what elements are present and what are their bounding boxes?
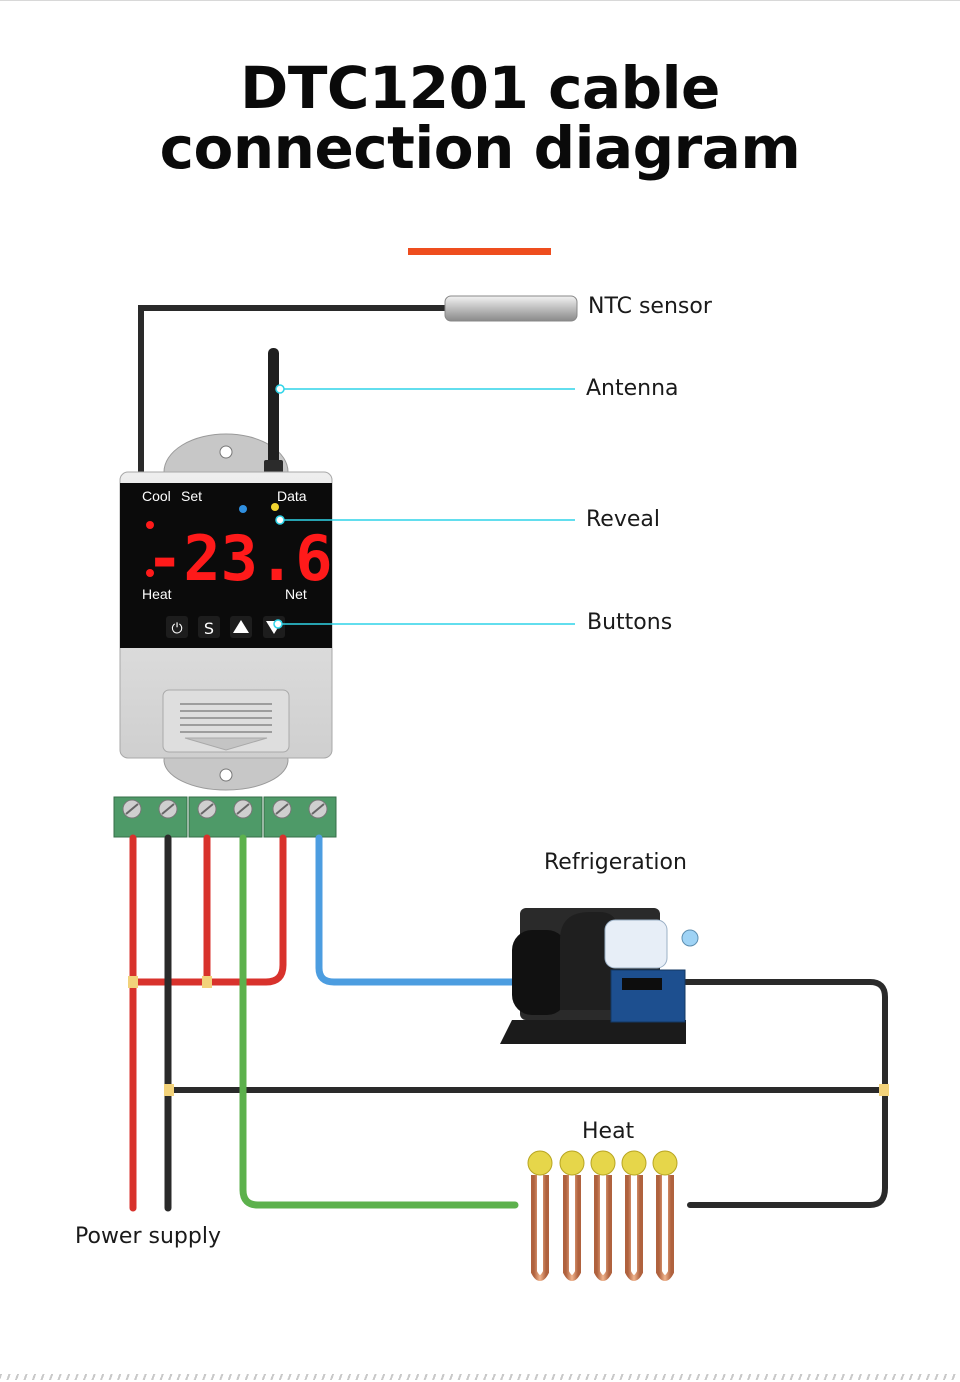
label-heat: Heat [582, 1119, 635, 1144]
lcd-label-data: Data [277, 488, 307, 504]
s-icon: S [204, 619, 214, 638]
label-power-supply: Power supply [75, 1224, 221, 1249]
heating-elements [527, 1150, 678, 1281]
terminal-cover [162, 689, 290, 753]
title-line-2: connection diagram [159, 114, 801, 182]
data-indicator [271, 503, 279, 511]
top-border [0, 0, 960, 1]
lcd-label-cool: Cool [142, 488, 171, 504]
antenna [264, 348, 283, 474]
set-button[interactable] [198, 616, 220, 638]
power-icon: ⏻ [171, 621, 182, 637]
sensor-probe [444, 295, 578, 322]
splice-4 [879, 1084, 889, 1096]
wires [128, 834, 889, 1212]
power-button[interactable] [166, 616, 188, 638]
title-line-1: DTC1201 cable [240, 54, 720, 122]
bottom-border [0, 1374, 960, 1380]
lcd-label-set: Set [181, 488, 202, 504]
label-ntc-sensor: NTC sensor [588, 294, 712, 319]
wire-black-loop [683, 979, 888, 1208]
lcd-panel [120, 483, 332, 648]
label-buttons: Buttons [587, 610, 673, 635]
label-antenna: Antenna [586, 376, 679, 401]
temperature-reading: -23.6 [146, 522, 333, 595]
cool-indicator [239, 505, 247, 513]
cover-vents [180, 703, 272, 733]
terminal-block-1 [113, 796, 188, 838]
refrigeration-unit [500, 908, 699, 1044]
wire-green-heat [239, 834, 519, 1209]
terminal-block-2 [188, 796, 263, 838]
splice-1 [128, 976, 138, 988]
splice-3 [164, 1084, 174, 1096]
button-row: ⏻ S [166, 616, 285, 638]
sensor-cable [138, 305, 448, 475]
up-arrow-icon [233, 620, 249, 633]
lcd-label-heat: Heat [142, 586, 172, 602]
lcd-label-net: Net [285, 586, 307, 602]
label-reveal: Reveal [586, 507, 660, 532]
wire-blue-cool [315, 834, 524, 986]
terminal-block-3 [263, 796, 337, 838]
ntc-sensor [138, 295, 578, 475]
accent-bar [408, 248, 551, 255]
callouts [273, 384, 575, 629]
label-refrigeration: Refrigeration [544, 850, 687, 875]
terminal-blocks [113, 796, 337, 838]
controller-device: Cool Set Data Heat Net -23.6 ⏻ S [119, 471, 333, 759]
wire-red-3 [129, 834, 287, 986]
splice-2 [202, 976, 212, 988]
